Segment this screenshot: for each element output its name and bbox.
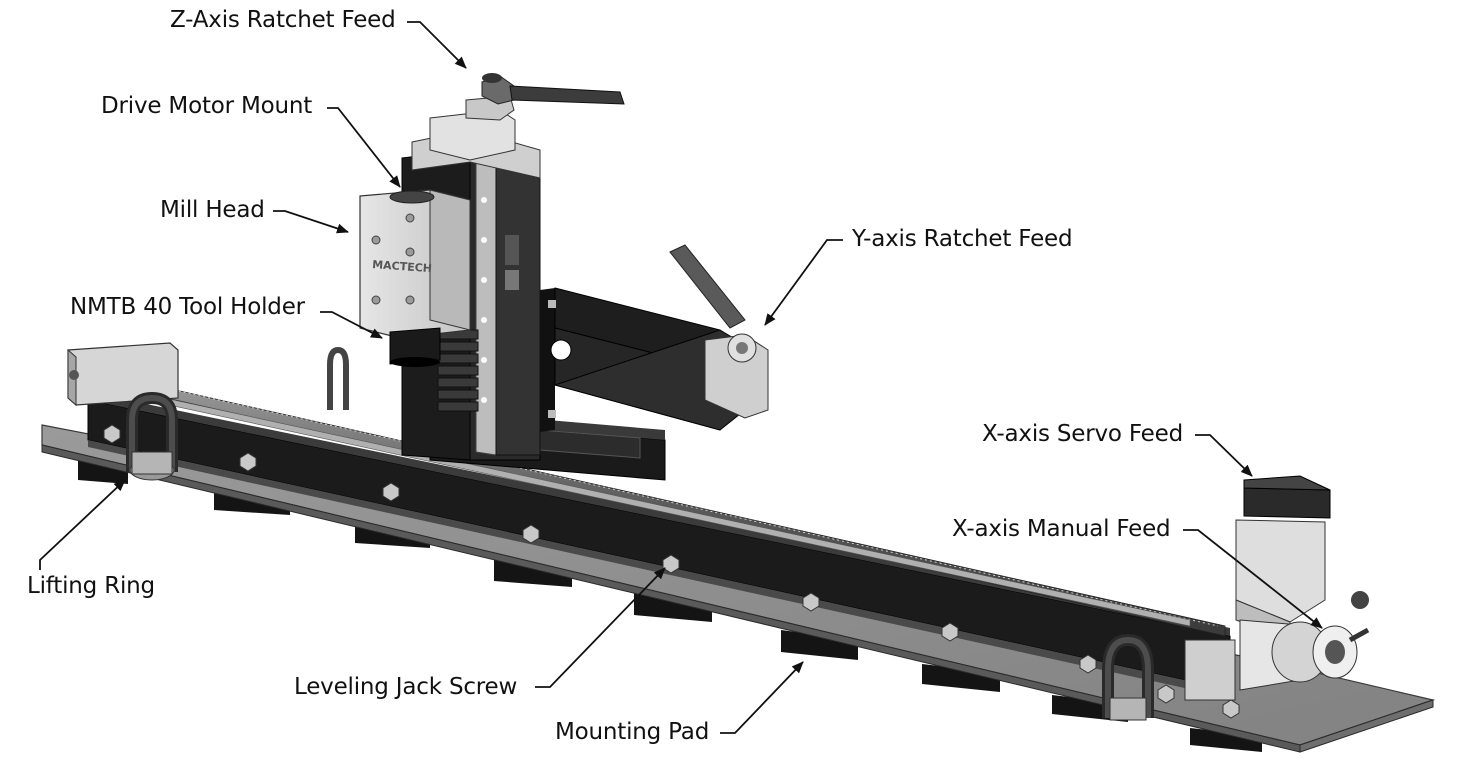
x-axis-servo-motor [1235,475,1331,641]
tool-holder [389,327,441,367]
mill-head: MACTECH [359,189,471,339]
z-axis-ratchet-handle [481,73,625,105]
rail-bolts [103,424,1240,719]
leader-y-axis-ratchet-feed [764,239,843,326]
leader-drive-motor-mount [327,107,401,188]
label-nmtb-tool-holder: NMTB 40 Tool Holder [70,294,305,320]
label-x-axis-manual-feed: X-axis Manual Feed [952,516,1171,542]
leader-mill-head [273,210,349,234]
label-mill-head: Mill Head [160,197,265,223]
lifting-ring-right [1102,633,1154,721]
label-x-axis-servo-feed: X-axis Servo Feed [982,421,1183,447]
leader-leveling-jack-screw [535,567,666,688]
label-mounting-pad: Mounting Pad [555,719,710,745]
label-drive-motor-mount: Drive Motor Mount [101,93,313,119]
leader-mounting-pad [720,661,804,734]
label-y-axis-ratchet-feed: Y-axis Ratchet Feed [852,226,1073,252]
leader-lifting-ring [39,479,126,570]
y-axis-bracket [540,287,746,432]
head-logo: MACTECH [372,258,433,275]
leader-x-axis-manual-feed [1183,529,1323,629]
drive-motor-mount [411,95,541,179]
leader-x-axis-servo-feed [1195,434,1253,477]
x-axis-handwheel [1184,591,1370,701]
lifting-eye-column [327,346,349,410]
left-end-bearing-block [67,342,179,407]
label-leveling-jack-screw: Leveling Jack Screw [294,674,518,700]
lifting-ring-left [126,391,178,481]
label-z-axis-ratchet-feed: Z-Axis Ratchet Feed [170,7,396,33]
y-axis-ratchet-handle [669,244,769,419]
leader-lines [39,21,1323,734]
leader-z-axis-ratchet-feed [407,21,467,69]
label-lifting-ring: Lifting Ring [27,573,155,599]
leader-nmtb-tool-holder [320,311,383,339]
